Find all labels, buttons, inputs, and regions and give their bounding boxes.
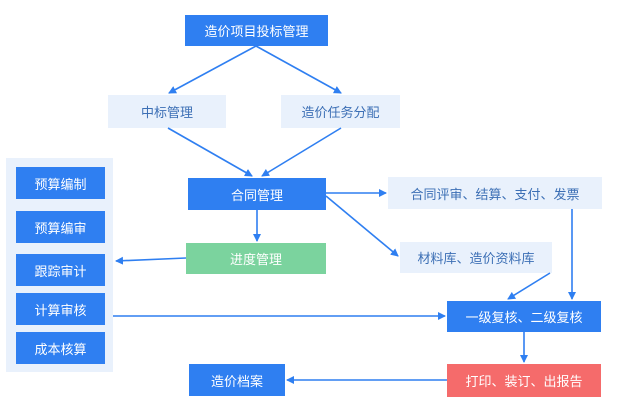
arrow-progress-to-tracking <box>115 256 187 265</box>
sidebar-item-calculation-audit[interactable]: 计算审核 <box>16 293 105 325</box>
node-cost-archive[interactable]: 造价档案 <box>189 364 285 396</box>
node-task-allocation[interactable]: 造价任务分配 <box>281 95 400 128</box>
node-winning-bid[interactable]: 中标管理 <box>108 95 226 128</box>
arrow-task-to-contract <box>261 127 342 177</box>
node-progress-management[interactable]: 进度管理 <box>186 243 326 274</box>
sidebar-item-tracking-audit[interactable]: 跟踪审计 <box>16 254 105 286</box>
arrow-contract-to-material <box>325 195 399 257</box>
arrow-winning-to-contract <box>167 127 253 177</box>
sidebar-item-budget-compilation[interactable]: 预算编制 <box>16 167 105 199</box>
node-two-level-review[interactable]: 一级复核、二级复核 <box>447 301 601 332</box>
node-material-library[interactable]: 材料库、造价资料库 <box>400 242 552 273</box>
sidebar-item-cost-accounting[interactable]: 成本核算 <box>16 332 105 364</box>
node-print-report[interactable]: 打印、装订、出报告 <box>447 364 601 397</box>
arrow-top-to-task <box>255 45 342 94</box>
arrow-top-to-winning <box>168 45 257 94</box>
arrow-material-to-review <box>507 272 551 300</box>
node-contract-review[interactable]: 合同评审、结算、支付、发票 <box>388 177 602 209</box>
node-bid-management[interactable]: 造价项目投标管理 <box>185 15 328 46</box>
sidebar-item-budget-review[interactable]: 预算编审 <box>16 211 105 243</box>
node-contract-management[interactable]: 合同管理 <box>188 178 326 210</box>
